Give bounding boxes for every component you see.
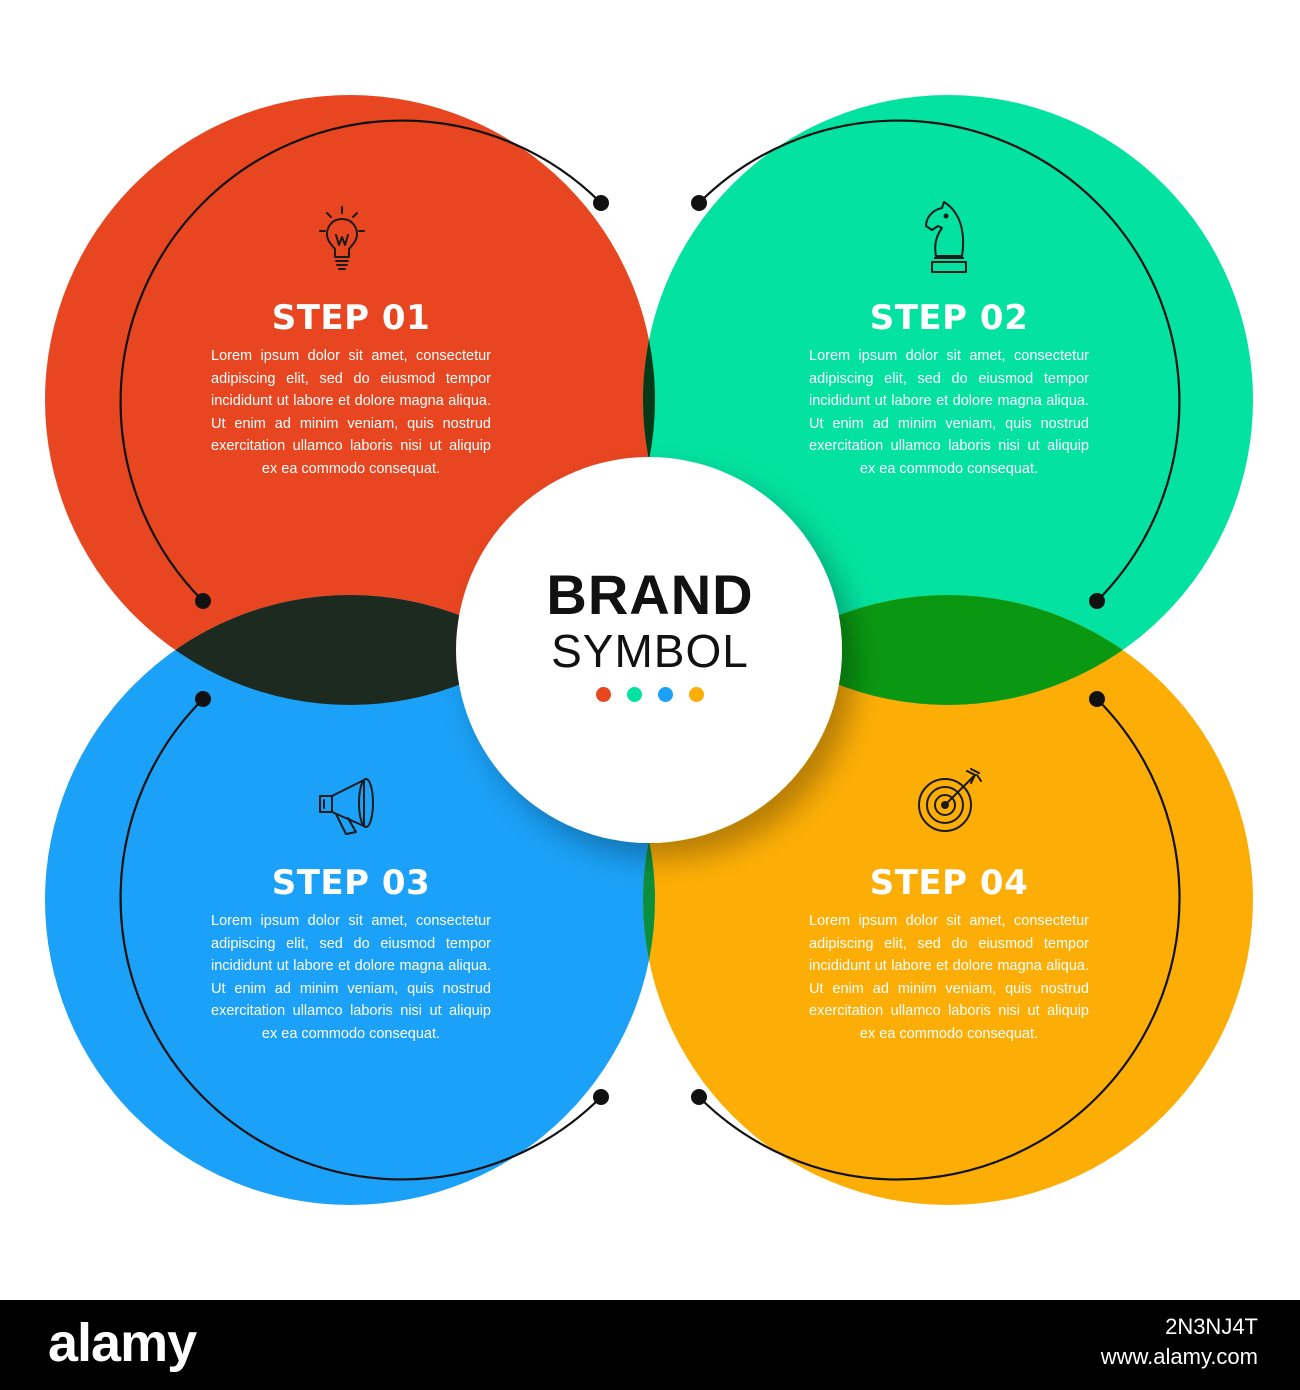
target-arrow-icon [918,768,982,832]
step-02-arc [698,119,1181,602]
arc-end-dot [691,195,707,211]
step-04-title: STEP 04 [869,863,1029,903]
arc-end-dot [1089,593,1105,609]
step-02-block: STEP 02 Lorem ipsum dolor sit amet, cons… [809,297,1089,480]
step-03-title: STEP 03 [271,863,431,903]
brand-title: BRAND [546,563,754,626]
step-04-block: STEP 04 Lorem ipsum dolor sit amet, cons… [809,862,1089,1045]
blue-dot [658,687,673,702]
arc-end-dot [1089,691,1105,707]
step-02-body: Lorem ipsum dolor sit amet, consectetur … [809,348,1089,477]
arc-end-dot [691,1089,707,1105]
arc-end-dot [593,1089,609,1105]
brand-block: BRAND SYMBOL [460,565,840,702]
step-03-block: STEP 03 Lorem ipsum dolor sit amet, cons… [211,862,491,1045]
center-circle [456,457,842,843]
watermark-footer: alamy 2N3NJ4T www.alamy.com [0,1300,1300,1390]
step-02-title: STEP 02 [869,298,1029,338]
watermark-url: www.alamy.com [1100,1344,1258,1369]
step-03-arc [119,698,602,1181]
arc-end-dot [195,593,211,609]
watermark-info: 2N3NJ4T www.alamy.com [1101,1312,1258,1372]
watermark-image-id: 2N3NJ4T [1165,1314,1258,1339]
megaphone-icon [319,778,374,835]
step-04-body: Lorem ipsum dolor sit amet, consectetur … [809,913,1089,1042]
brand-subtitle: SYMBOL [551,625,749,677]
step-04-arc [698,698,1181,1181]
step-01-arc [119,119,602,602]
arc-end-dot [593,195,609,211]
green-dot [627,687,642,702]
color-dots [460,687,840,702]
step-01-block: STEP 01 Lorem ipsum dolor sit amet, cons… [211,297,491,480]
step-03-body: Lorem ipsum dolor sit amet, consectetur … [211,913,491,1042]
red-dot [596,687,611,702]
four-step-diagram [45,95,1253,1205]
step-01-title: STEP 01 [271,298,431,338]
yellow-dot [689,687,704,702]
arc-end-dot [195,691,211,707]
lightbulb-icon [319,206,365,270]
chess-knight-icon [925,201,967,273]
watermark-logo: alamy [48,1313,197,1373]
step-01-body: Lorem ipsum dolor sit amet, consectetur … [211,348,491,477]
